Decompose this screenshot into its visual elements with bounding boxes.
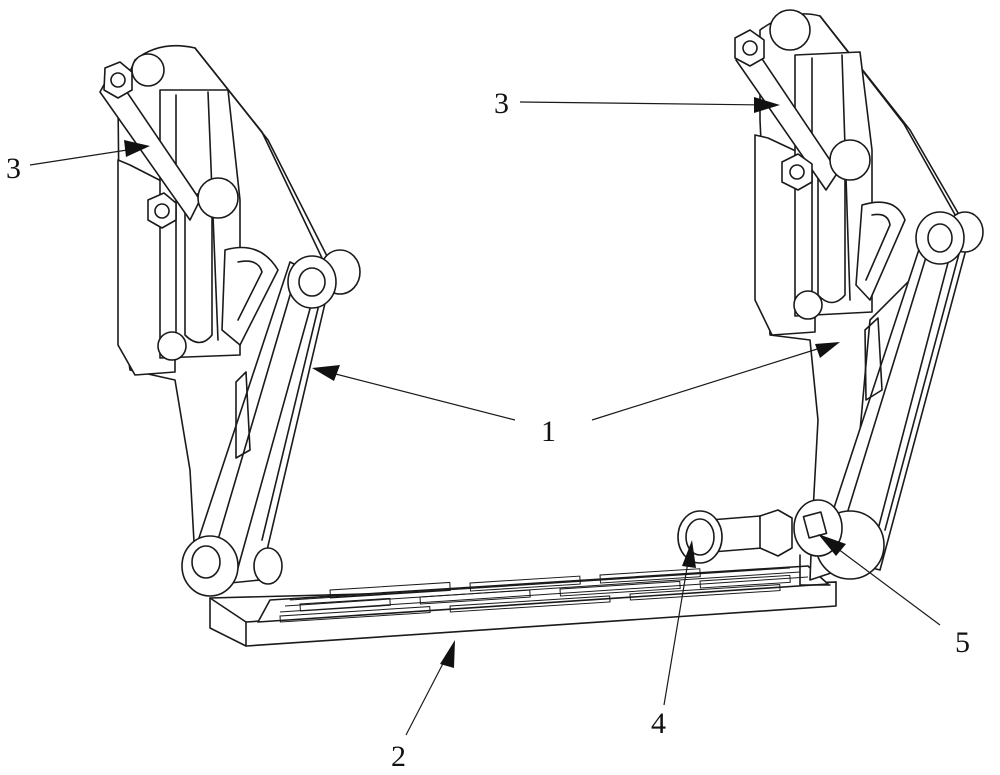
label-3-right-callout: 3 bbox=[494, 87, 780, 120]
hex-bolt-icon bbox=[781, 153, 813, 191]
label-3-left: 3 bbox=[6, 152, 21, 185]
label-3-left-callout: 3 bbox=[6, 140, 150, 185]
label-1-callout: 1 bbox=[312, 342, 840, 448]
right-assembly bbox=[677, 9, 984, 586]
label-3-right: 3 bbox=[494, 87, 509, 120]
hex-bolt-icon bbox=[147, 192, 177, 229]
label-2-callout: 2 bbox=[391, 640, 455, 773]
hex-bolt-icon bbox=[734, 29, 765, 67]
pivot-joint-icon bbox=[287, 249, 361, 309]
pivot-joint-icon bbox=[915, 211, 984, 265]
label-2: 2 bbox=[391, 740, 406, 773]
hex-bolt-icon bbox=[103, 61, 133, 99]
label-5: 5 bbox=[955, 626, 970, 659]
grated-base-plate bbox=[209, 565, 837, 647]
label-1: 1 bbox=[541, 415, 556, 448]
label-4-callout: 4 bbox=[651, 540, 696, 740]
shaft-with-nut-icon bbox=[677, 509, 793, 564]
left-assembly bbox=[99, 44, 361, 597]
label-5-callout: 5 bbox=[818, 534, 970, 659]
label-4: 4 bbox=[651, 707, 666, 740]
square-hole-joint-icon bbox=[793, 499, 885, 586]
pivot-joint-icon bbox=[181, 535, 283, 597]
